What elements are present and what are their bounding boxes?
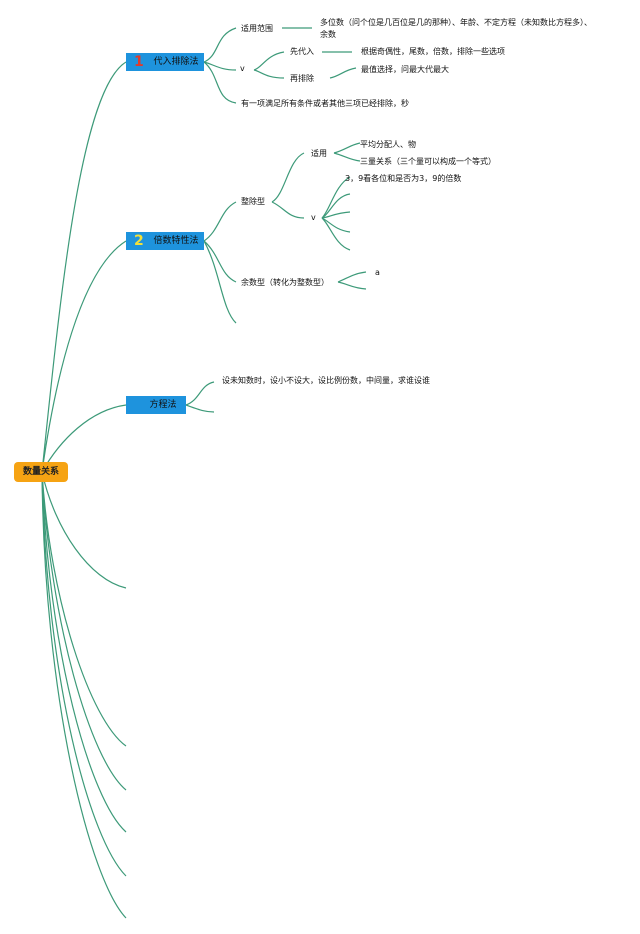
root-node[interactable]: 数量关系 bbox=[14, 462, 68, 482]
v-label-b1: v bbox=[240, 64, 245, 73]
v-item-1: 3，9看各位和是否为3，9的倍数 bbox=[345, 174, 462, 183]
branch-label: 代入排除法 bbox=[153, 57, 199, 67]
conclusion-text: 有一项满足所有条件或者其他三项已经排除，秒 bbox=[241, 99, 409, 108]
eliminate-label: 再排除 bbox=[290, 74, 314, 83]
apply-label: 适用 bbox=[311, 149, 327, 158]
branch-label: 倍数特性法 bbox=[153, 236, 199, 246]
substitute-first-label: 先代入 bbox=[290, 47, 314, 56]
branch-substitution-elimination[interactable]: 1 代入排除法 bbox=[126, 53, 204, 71]
branch-multiple-property[interactable]: 2 倍数特性法 bbox=[126, 232, 204, 250]
eliminate-text: 最值选择，问最大代最大 bbox=[361, 65, 449, 74]
equation-text: 设未知数时，设小不设大，设比例份数，中间量，求谁设谁 bbox=[222, 376, 430, 385]
remainder-item: a bbox=[375, 268, 380, 277]
scope-label: 适用范围 bbox=[241, 24, 273, 33]
scope-text-line1: 多位数（问个位是几百位是几的那种）、年龄、不定方程（未知数比方程多）、 bbox=[320, 18, 592, 27]
remainder-type-label: 余数型（转化为整数型） bbox=[241, 278, 329, 287]
branch-equation-method[interactable]: 方程法 bbox=[126, 396, 186, 414]
divisible-type-label: 整除型 bbox=[241, 197, 265, 206]
branch-number-1: 1 bbox=[134, 54, 144, 70]
root-label: 数量关系 bbox=[22, 467, 59, 477]
scope-text-line2: 余数 bbox=[320, 30, 336, 39]
branch-label: 方程法 bbox=[149, 400, 177, 410]
apply-item-1: 平均分配人、物 bbox=[360, 140, 416, 149]
branch-number-2: 2 bbox=[134, 233, 144, 249]
apply-item-2: 三量关系（三个量可以构成一个等式） bbox=[360, 157, 496, 166]
v-label-b2: v bbox=[311, 213, 316, 222]
substitute-first-text: 根据奇偶性，尾数，倍数，排除一些选项 bbox=[361, 47, 505, 56]
